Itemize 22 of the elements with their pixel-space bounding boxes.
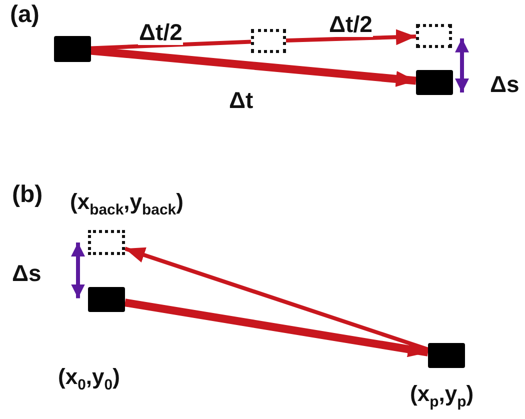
edge-label: Δt/2 <box>138 20 184 46</box>
panel-label: (a) <box>10 2 40 28</box>
edge-label: Δt/2 <box>328 12 374 38</box>
dotted-outline-box <box>416 24 452 48</box>
double-arrow <box>71 242 85 298</box>
solid-block <box>428 343 465 368</box>
arrow <box>90 46 416 87</box>
double-arrow <box>455 38 469 92</box>
arrow <box>124 246 429 352</box>
arrow <box>286 29 416 46</box>
coordinate-label: (x$_{back}$,y$_{back}$) <box>70 190 184 219</box>
coordinate-label: (x$_{0}$,y$_{0}$) <box>58 365 120 394</box>
measure-label: Δs <box>12 261 42 286</box>
solid-block <box>54 36 91 62</box>
dotted-outline-box <box>88 230 125 255</box>
dotted-outline-box <box>251 29 286 53</box>
panel-label: (b) <box>12 182 43 208</box>
solid-block <box>416 70 453 95</box>
measure-label: Δs <box>490 72 520 98</box>
coordinate-label: (x$_{p}$,y$_{p}$) <box>410 382 474 411</box>
arrow <box>124 298 429 358</box>
solid-block <box>88 287 125 312</box>
